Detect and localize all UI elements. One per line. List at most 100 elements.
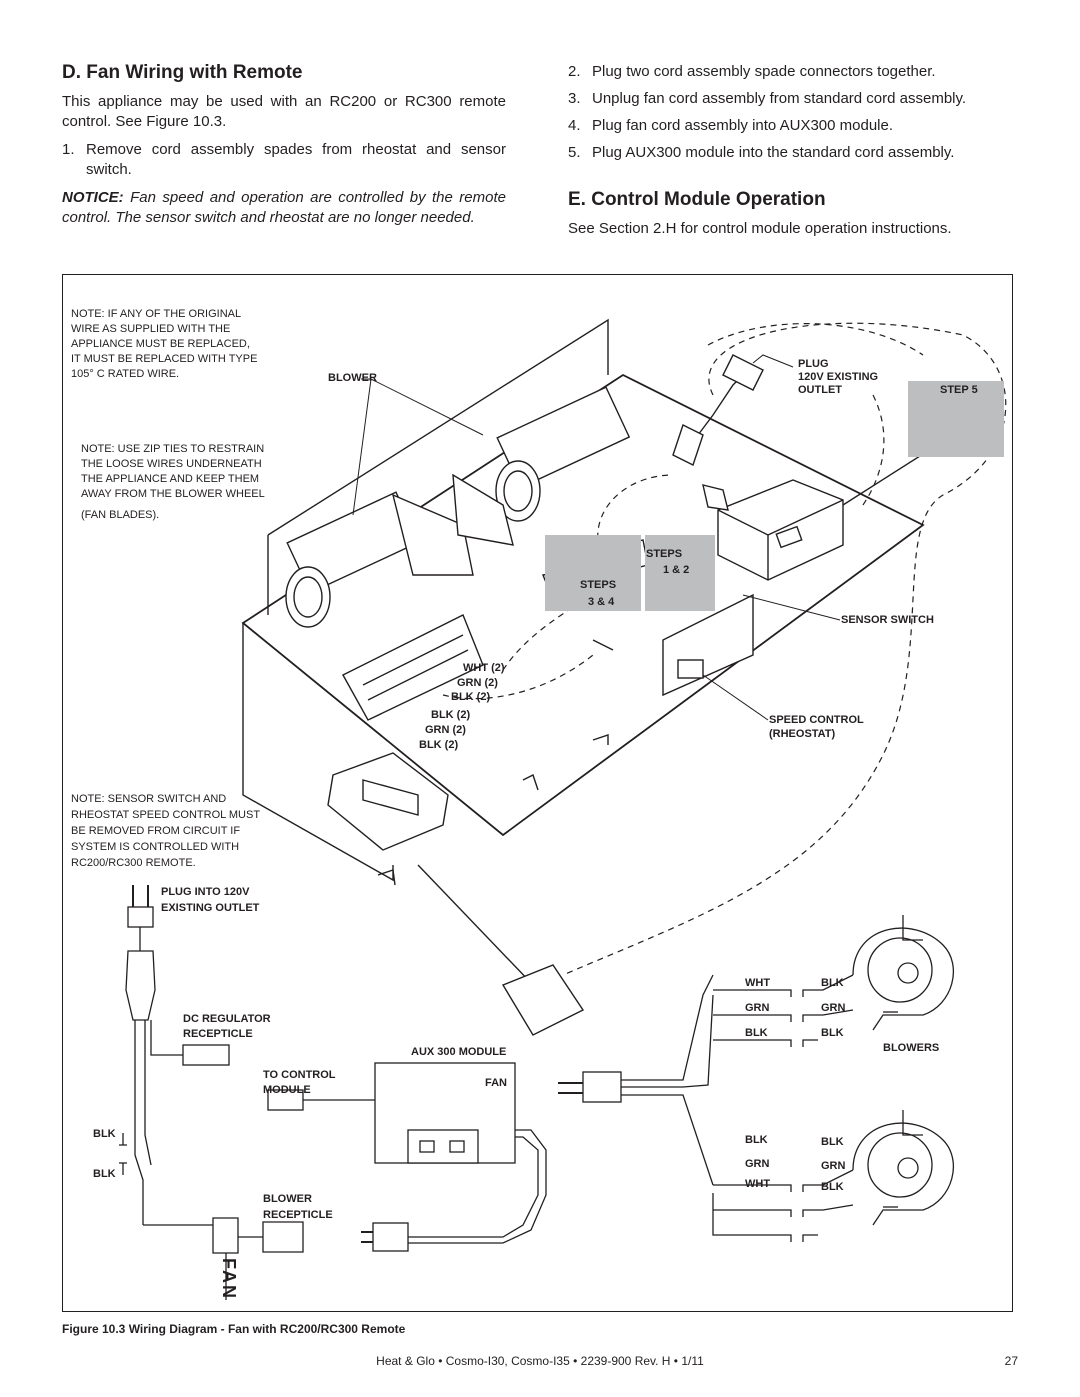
blk-switch-label-1: BLK bbox=[93, 1128, 116, 1140]
wiring-diagram-figure: NOTE: IF ANY OF THE ORIGINAL WIRE AS SUP… bbox=[62, 274, 1013, 1312]
fan-vertical-label: FAN bbox=[219, 1258, 239, 1300]
base-plate bbox=[241, 373, 925, 837]
step-1-text: Remove cord assembly spades from rheosta… bbox=[86, 141, 506, 178]
wire-label-blk-2b: BLK (2) bbox=[431, 709, 470, 721]
steps-1-2-label-2: 1 & 2 bbox=[663, 564, 689, 576]
plug-into-label-1: PLUG INTO 120V bbox=[161, 886, 250, 898]
note-3: NOTE: SENSOR SWITCH AND RHEOSTAT SPEED C… bbox=[71, 793, 260, 869]
control-module bbox=[327, 752, 449, 851]
note-3-line-1: NOTE: SENSOR SWITCH AND bbox=[71, 793, 226, 805]
schematic bbox=[119, 885, 955, 1300]
wire-top-right-3: BLK bbox=[821, 1027, 844, 1039]
note-2-line-1: NOTE: USE ZIP TIES TO RESTRAIN bbox=[81, 443, 264, 455]
note-1-line-4: IT MUST BE REPLACED WITH TYPE bbox=[71, 353, 257, 365]
step-5-label: STEP 5 bbox=[940, 384, 978, 396]
rheostat bbox=[662, 593, 754, 697]
step-5-box bbox=[908, 381, 1004, 457]
aux-fan-label: FAN bbox=[485, 1077, 507, 1089]
step-4-number: 4. bbox=[568, 117, 581, 134]
steps-1-2-label-1: STEPS bbox=[646, 548, 682, 560]
wire-top-left-2: GRN bbox=[745, 1002, 770, 1014]
step-3-number: 3. bbox=[568, 90, 581, 107]
speed-control-label-1: SPEED CONTROL bbox=[769, 714, 864, 726]
note-3-line-2: RHEOSTAT SPEED CONTROL MUST bbox=[71, 809, 260, 821]
section-d: D. Fan Wiring with Remote This appliance… bbox=[62, 62, 506, 228]
wire-bottom-right-2: GRN bbox=[821, 1160, 846, 1172]
wire-top-right-2: GRN bbox=[821, 1002, 846, 1014]
note-3-line-5: RC200/RC300 REMOTE. bbox=[71, 857, 196, 869]
note-1-line-5: 105° C RATED WIRE. bbox=[71, 368, 179, 380]
blower-recepticle-label-1: BLOWER bbox=[263, 1193, 312, 1205]
wire-top-right-1: BLK bbox=[821, 977, 844, 989]
note-2-line-4: AWAY FROM THE BLOWER WHEEL bbox=[81, 488, 265, 500]
step-1: 1. Remove cord assembly spades from rheo… bbox=[62, 140, 506, 180]
footer-text: Heat & Glo • Cosmo-I30, Cosmo-I35 • 2239… bbox=[376, 1354, 704, 1368]
notice-text: Fan speed and operation are controlled b… bbox=[62, 189, 506, 226]
blowers-label: BLOWERS bbox=[883, 1042, 939, 1054]
blower-label: BLOWER bbox=[328, 372, 377, 384]
wiring-diagram: NOTE: IF ANY OF THE ORIGINAL WIRE AS SUP… bbox=[71, 308, 1007, 1300]
note-2-line-2: THE LOOSE WIRES UNDERNEATH bbox=[81, 458, 262, 470]
dc-cord bbox=[417, 864, 534, 986]
caption-label: Figure 10.3 bbox=[62, 1322, 126, 1336]
wire-label-blk-2c: BLK (2) bbox=[419, 739, 458, 751]
wire-bottom-left-1: BLK bbox=[745, 1134, 768, 1146]
step-5-text: Plug AUX300 module into the standard cor… bbox=[592, 144, 955, 161]
steps-3-4-label-2: 3 & 4 bbox=[588, 596, 615, 608]
steps-1-2-box bbox=[645, 535, 715, 611]
section-d-intro: This appliance may be used with an RC200… bbox=[62, 93, 506, 130]
wire-bottom-left-2: GRN bbox=[745, 1158, 770, 1170]
step-3: 3. Unplug fan cord assembly from standar… bbox=[568, 89, 1018, 109]
dc-regulator-label-1: DC REGULATOR bbox=[183, 1013, 271, 1025]
plug-label-2: 120V EXISTING bbox=[798, 371, 878, 383]
blower-top-housing bbox=[852, 915, 955, 1031]
plug-into-label-2: EXISTING OUTLET bbox=[161, 902, 260, 914]
caption-text: Wiring Diagram - Fan with RC200/RC300 Re… bbox=[128, 1322, 406, 1336]
page-number: 27 bbox=[1004, 1354, 1018, 1368]
to-control-label-2: MODULE bbox=[263, 1084, 311, 1096]
note-3-line-4: SYSTEM IS CONTROLLED WITH bbox=[71, 841, 239, 853]
steps-3-4-box bbox=[545, 535, 641, 611]
control-box bbox=[717, 479, 844, 581]
speed-control-label-2: (RHEOSTAT) bbox=[769, 728, 836, 740]
note-1-line-2: WIRE AS SUPPLIED WITH THE bbox=[71, 323, 230, 335]
plug-label-1: PLUG bbox=[798, 358, 829, 370]
step-5: 5. Plug AUX300 module into the standard … bbox=[568, 143, 1018, 163]
step-4: 4. Plug fan cord assembly into AUX300 mo… bbox=[568, 116, 1018, 136]
wire-label-wht-2: WHT (2) bbox=[463, 662, 505, 674]
sensor-switch-label: SENSOR SWITCH bbox=[841, 614, 934, 626]
note-1-line-1: NOTE: IF ANY OF THE ORIGINAL bbox=[71, 308, 241, 320]
steps-and-section-e: 2. Plug two cord assembly spade connecto… bbox=[568, 62, 1018, 239]
section-e-heading: E. Control Module Operation bbox=[568, 189, 826, 210]
blower-left bbox=[285, 491, 421, 628]
wire-bottom-right-3: BLK bbox=[821, 1181, 844, 1193]
blower-right bbox=[495, 386, 631, 522]
blower-bottom-housing bbox=[852, 1110, 955, 1226]
wire-label-grn-2a: GRN (2) bbox=[457, 677, 498, 689]
step-2-text: Plug two cord assembly spade connectors … bbox=[592, 63, 936, 80]
note-2-line-5: (FAN BLADES). bbox=[81, 509, 159, 521]
blower-recepticle-label-2: RECEPTICLE bbox=[263, 1209, 333, 1221]
step-2-number: 2. bbox=[568, 63, 581, 80]
plug-label-3: OUTLET bbox=[798, 384, 842, 396]
to-control-label-1: TO CONTROL bbox=[263, 1069, 336, 1081]
wire-top-left-3: BLK bbox=[745, 1027, 768, 1039]
wire-bottom-left-3: WHT bbox=[745, 1178, 770, 1190]
note-3-line-3: BE REMOVED FROM CIRCUIT IF bbox=[71, 825, 240, 837]
step-2: 2. Plug two cord assembly spade connecto… bbox=[568, 62, 1018, 82]
wire-label-grn-2b: GRN (2) bbox=[425, 724, 466, 736]
note-1-line-3: APPLIANCE MUST BE REPLACED, bbox=[71, 338, 250, 350]
step-1-number: 1. bbox=[62, 141, 75, 158]
notice-label: NOTICE: bbox=[62, 189, 124, 206]
wire-harness bbox=[342, 614, 484, 721]
wire-top-left-1: WHT bbox=[745, 977, 770, 989]
step-3-text: Unplug fan cord assembly from standard c… bbox=[592, 90, 967, 107]
note-2: NOTE: USE ZIP TIES TO RESTRAIN THE LOOSE… bbox=[81, 443, 265, 521]
notice: NOTICE: Fan speed and operation are cont… bbox=[62, 188, 506, 228]
figure-caption: Figure 10.3 Wiring Diagram - Fan with RC… bbox=[62, 1322, 405, 1336]
dc-regulator-label-2: RECEPTICLE bbox=[183, 1028, 253, 1040]
blk-switch-label-2: BLK bbox=[93, 1168, 116, 1180]
wire-bottom-right-1: BLK bbox=[821, 1136, 844, 1148]
wire-label-blk-2a: BLK (2) bbox=[451, 691, 490, 703]
aux-module-label: AUX 300 MODULE bbox=[411, 1046, 506, 1058]
